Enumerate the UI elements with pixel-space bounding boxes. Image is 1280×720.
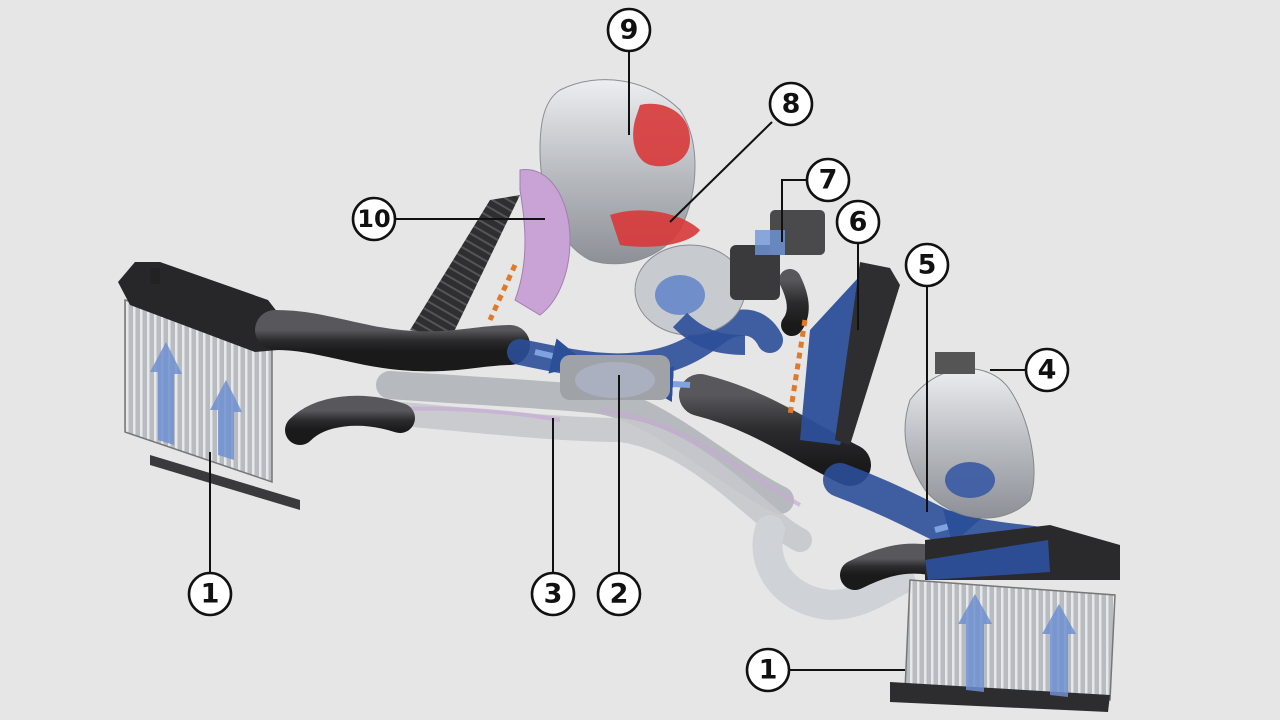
callout-8: 8: [768, 81, 814, 127]
svg-text:2: 2: [610, 579, 629, 610]
center-junction: [560, 355, 670, 400]
svg-text:10: 10: [357, 205, 390, 233]
turbocharger-assembly: [514, 79, 825, 355]
charge-air-hoses: [255, 269, 945, 590]
callout-1-left: 1: [187, 571, 233, 617]
callout-2: 2: [596, 571, 642, 617]
svg-text:1: 1: [201, 579, 220, 610]
intake-manifold: [487, 262, 900, 445]
flow-arrow-icon: [958, 594, 992, 692]
leader-lines: [209, 52, 1025, 671]
svg-text:7: 7: [819, 165, 838, 196]
flow-arrow-icon: [1042, 604, 1076, 697]
callout-6: 6: [835, 199, 881, 245]
svg-text:8: 8: [782, 89, 801, 120]
callout-10: 10: [351, 196, 397, 242]
intercooler-left: [118, 262, 300, 510]
svg-text:1: 1: [759, 655, 778, 686]
callout-7: 7: [805, 157, 851, 203]
svg-text:5: 5: [918, 250, 937, 281]
svg-text:4: 4: [1038, 355, 1057, 386]
callout-9: 9: [606, 7, 652, 53]
callout-4: 4: [1024, 347, 1070, 393]
callout-5: 5: [904, 242, 950, 288]
intercooler-right: [890, 525, 1120, 712]
callout-3: 3: [530, 571, 576, 617]
flow-arrow-icon: [150, 342, 182, 445]
svg-text:6: 6: [849, 207, 868, 238]
radiator-rear: [410, 195, 520, 340]
compressor-unit: [904, 352, 1035, 519]
flow-arrow-icon: [210, 380, 242, 460]
svg-text:3: 3: [544, 579, 563, 610]
svg-text:9: 9: [620, 15, 639, 46]
callout-1-right: 1: [745, 647, 791, 693]
